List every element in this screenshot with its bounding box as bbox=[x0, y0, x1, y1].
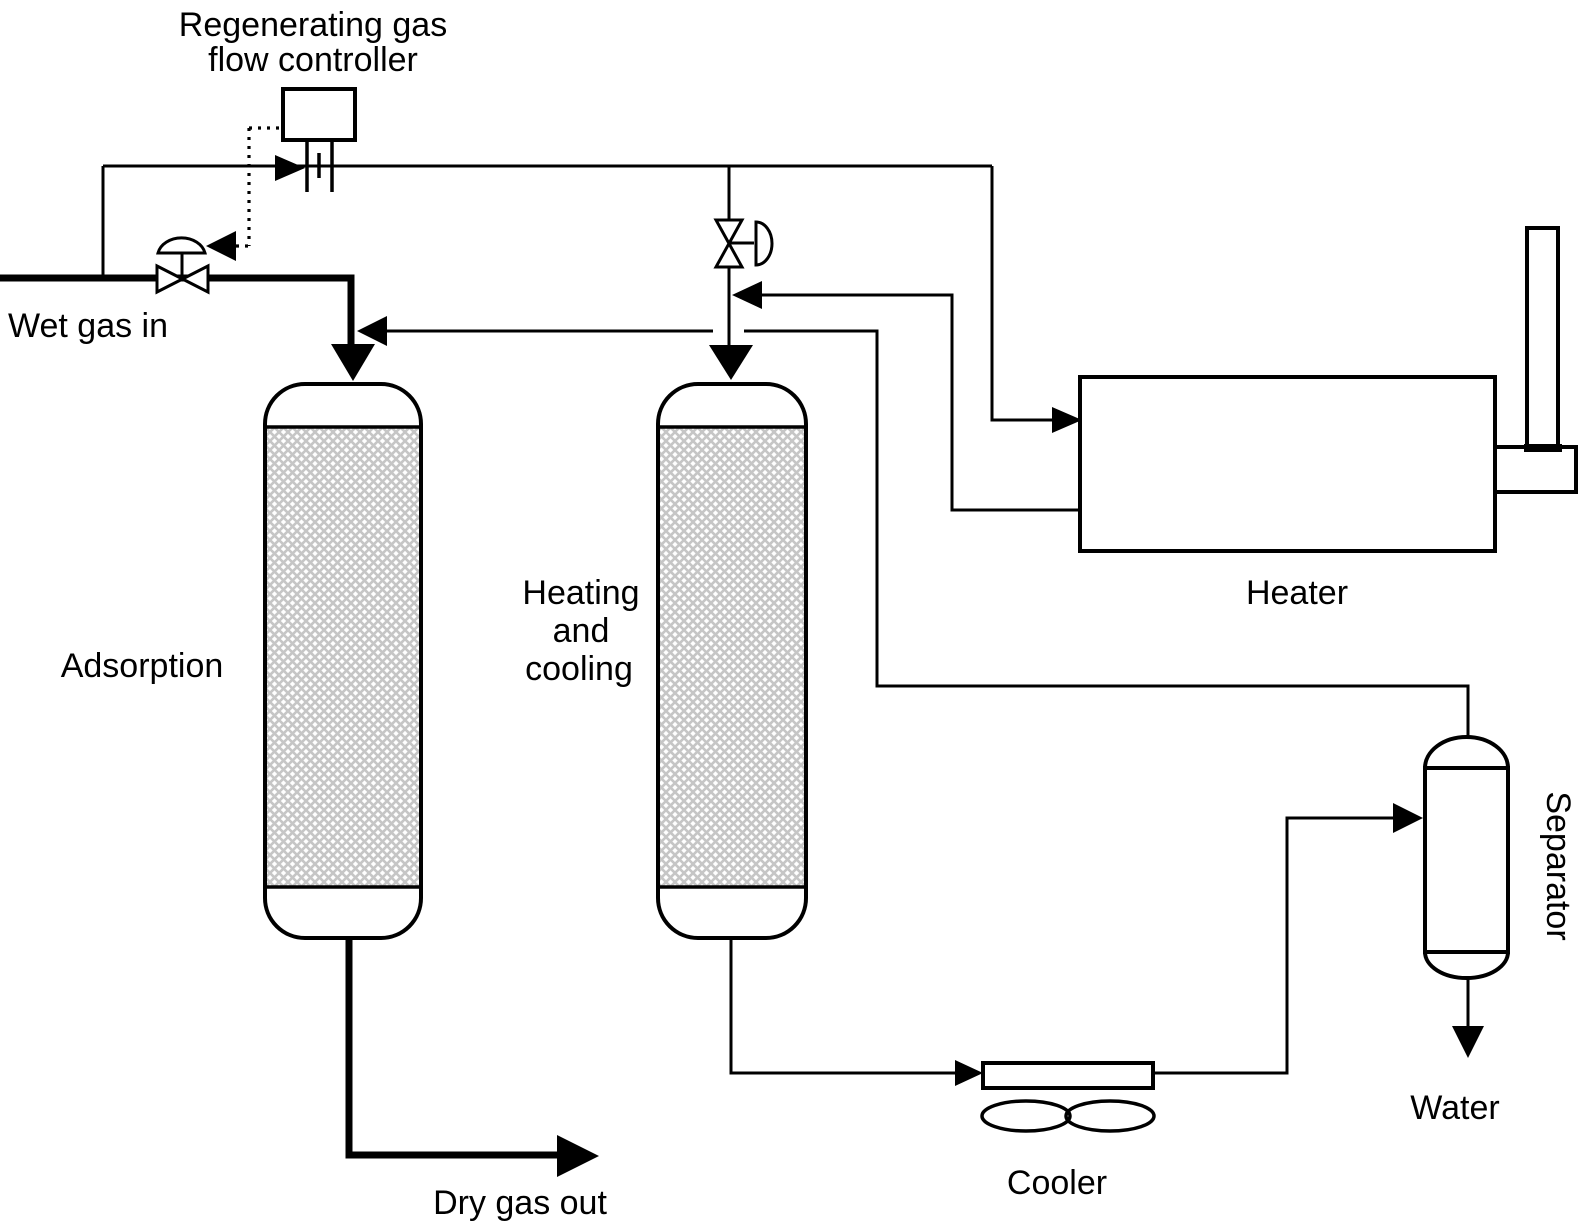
arrow-dry-gas-out-icon bbox=[557, 1135, 599, 1177]
wet-gas-control-valve bbox=[155, 236, 210, 295]
valve-actuator-dome-icon bbox=[156, 236, 207, 255]
adsorption-label: Adsorption bbox=[61, 647, 224, 685]
flow-controller-box bbox=[281, 87, 357, 142]
adsorption-column bbox=[263, 382, 423, 940]
fan-blade-right-icon bbox=[1064, 1099, 1156, 1133]
arrow-return-to-feed-icon bbox=[357, 316, 387, 346]
heating-cooling-label-line2: and bbox=[553, 612, 610, 650]
heater-label: Heater bbox=[1246, 574, 1348, 612]
fan-blade-left-icon bbox=[980, 1099, 1072, 1133]
pipe-dry-gas-out bbox=[345, 938, 557, 1159]
pipes bbox=[101, 164, 1470, 1075]
cooler-tube bbox=[981, 1061, 1155, 1090]
wet-gas-in-label: Wet gas in bbox=[8, 307, 168, 345]
arrow-vessel1-feed-icon bbox=[331, 344, 375, 381]
stack-base-band bbox=[1524, 444, 1562, 452]
separator-body bbox=[1423, 766, 1510, 954]
regen-controller-label-line1: Regenerating gas bbox=[179, 6, 447, 44]
separator-top-dome bbox=[1423, 735, 1510, 769]
regen-controller-label-line2: flow controller bbox=[208, 41, 418, 79]
arrow-signal-to-valve-icon bbox=[206, 231, 236, 261]
separator-label: Separator bbox=[1539, 791, 1577, 940]
arrow-into-separator-icon bbox=[1393, 803, 1423, 833]
water-label: Water bbox=[1410, 1089, 1499, 1127]
separator-vessel bbox=[1423, 735, 1510, 980]
regen-packing-bed bbox=[660, 427, 804, 887]
valve-handle-icon bbox=[754, 220, 774, 267]
pipe-heater-feed bbox=[990, 166, 1052, 422]
adsorption-packing-bed bbox=[267, 427, 419, 887]
arrow-vessel2-feed-icon bbox=[709, 345, 753, 380]
regen-flow-controller bbox=[281, 87, 357, 192]
cooler-unit bbox=[980, 1061, 1156, 1133]
regen-hand-valve bbox=[713, 218, 774, 269]
cooler-label: Cooler bbox=[1007, 1164, 1107, 1202]
heating-cooling-label-line1: Heating bbox=[522, 574, 639, 612]
arrow-water-out-icon bbox=[1452, 1026, 1484, 1058]
arrow-into-cooler-icon bbox=[955, 1060, 983, 1086]
orifice-meter-icon bbox=[305, 140, 334, 192]
separator-bottom-dome bbox=[1423, 951, 1510, 980]
arrow-heater-return-icon bbox=[732, 281, 762, 309]
heater-unit bbox=[1078, 226, 1578, 553]
hand-valve-icon bbox=[713, 218, 745, 269]
pipe-cooler-to-separator bbox=[1153, 816, 1393, 1075]
thick-pipes bbox=[0, 274, 557, 1159]
pipe-wet-gas-feed bbox=[0, 274, 355, 346]
flow-arrows bbox=[206, 155, 1484, 1177]
pipe-return-to-separator bbox=[744, 329, 1470, 740]
arrow-into-heater-icon bbox=[1052, 407, 1082, 433]
control-valve-icon bbox=[155, 263, 210, 295]
pipe-vessel2-outlet-to-cooler bbox=[729, 938, 955, 1075]
regen-vessel-shell bbox=[656, 382, 808, 940]
heating-cooling-column bbox=[656, 382, 808, 940]
heater-box bbox=[1078, 375, 1497, 553]
heater-stack bbox=[1525, 226, 1560, 452]
dry-gas-out-label: Dry gas out bbox=[433, 1184, 607, 1221]
heater-exhaust-duct bbox=[1493, 445, 1578, 494]
labels: Regenerating gas flow controller Wet gas… bbox=[8, 6, 1577, 1221]
arrow-regen-line-icon bbox=[275, 155, 305, 181]
adsorption-vessel-shell bbox=[263, 382, 423, 940]
pipe-heater-return bbox=[762, 293, 1080, 512]
signal-lines bbox=[236, 126, 283, 248]
heating-cooling-label-line3: cooling bbox=[525, 650, 633, 688]
